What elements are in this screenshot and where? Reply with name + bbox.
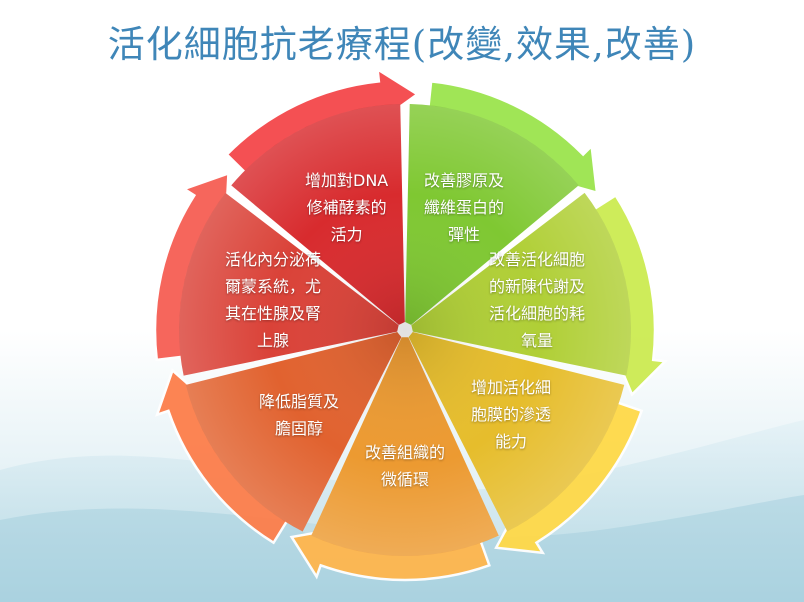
segment-label-s1: 改善膠原及纖維蛋白的彈性 bbox=[424, 167, 504, 248]
segment-label-line: 微循環 bbox=[381, 470, 430, 489]
segment-label-line: 其在性腺及腎 bbox=[225, 304, 322, 323]
segment-label-line: 爾蒙系統，尤 bbox=[225, 277, 322, 296]
segment-label-line: 降低脂質及 bbox=[259, 392, 340, 411]
segment-label-line: 活力 bbox=[330, 225, 363, 244]
segment-label-line: 修補酵素的 bbox=[306, 198, 387, 217]
segment-label-line: 改善膠原及 bbox=[424, 171, 505, 190]
page-title: 活化細胞抗老療程(改變,效果,改善) bbox=[107, 23, 697, 66]
segment-label-line: 的新陳代謝及 bbox=[489, 277, 586, 296]
segment-label-line: 能力 bbox=[495, 432, 528, 451]
segment-label-line: 胞膜的滲透 bbox=[471, 405, 552, 424]
segment-label-line: 活化內分泌荷 bbox=[225, 250, 322, 269]
segment-label-s4: 改善組織的微循環 bbox=[365, 439, 445, 493]
segment-label-line: 增加活化細 bbox=[471, 378, 552, 397]
segment-label-line: 改善組織的 bbox=[365, 443, 446, 462]
segment-label-line: 活化細胞的耗 bbox=[489, 304, 586, 323]
segment-label-s5: 降低脂質及膽固醇 bbox=[259, 388, 339, 442]
segment-label-s6: 活化內分泌荷爾蒙系統，尤其在性腺及腎上腺 bbox=[225, 246, 321, 354]
segment-label-line: 彈性 bbox=[448, 225, 481, 244]
segment-label-line: 改善活化細胞 bbox=[489, 250, 586, 269]
segment-label-s2: 改善活化細胞的新陳代謝及活化細胞的耗氧量 bbox=[489, 246, 585, 354]
segment-label-line: 增加對DNA bbox=[305, 171, 389, 190]
segment-label-s7: 增加對DNA 修補酵素的活力 bbox=[305, 167, 388, 248]
segment-label-line: 氧量 bbox=[521, 331, 554, 350]
segment-label-s3: 增加活化細胞膜的滲透能力 bbox=[471, 374, 551, 455]
segment-label-line: 膽固醇 bbox=[275, 419, 324, 438]
segment-label-line: 纖維蛋白的 bbox=[424, 198, 505, 217]
segment-label-line: 上腺 bbox=[257, 331, 290, 350]
